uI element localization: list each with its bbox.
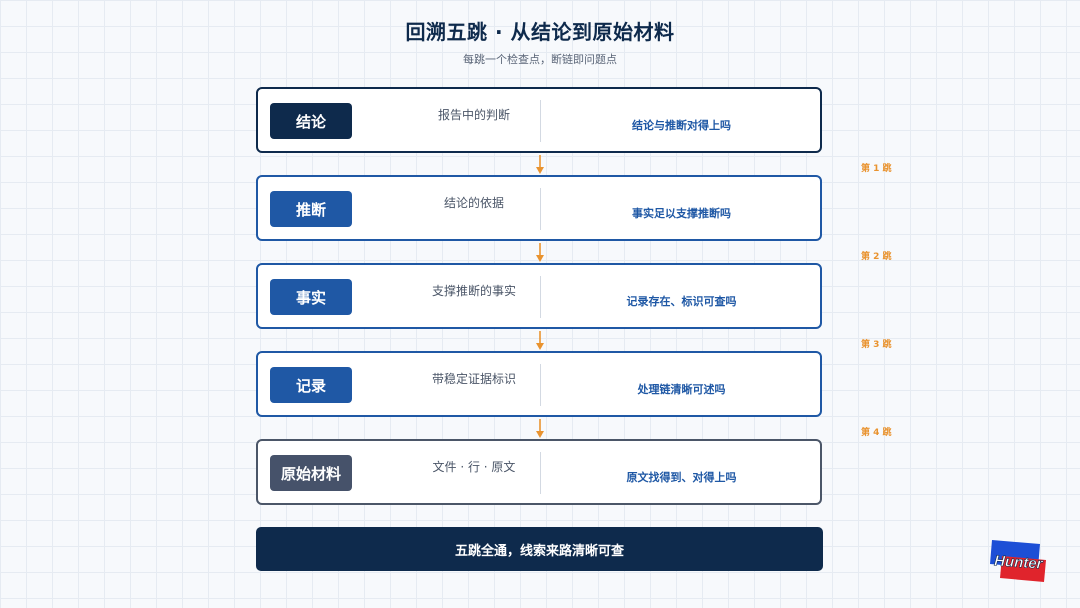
jump-label: 第 2 跳 (861, 252, 892, 262)
down-arrow-icon (536, 243, 544, 262)
step-record: 记录 带稳定证据标识 处理链清晰可述吗 (256, 351, 822, 417)
step-description: 报告中的判断 (437, 108, 510, 122)
down-arrow-icon (536, 331, 544, 350)
step-label: 原始材料 (270, 455, 352, 491)
step-label: 记录 (270, 367, 352, 403)
step-checkpoint: 事实足以支撑推断吗 (632, 207, 731, 220)
step-checkpoint: 记录存在、标识可查吗 (626, 295, 737, 308)
step-inference: 推断 结论的依据 事实足以支撑推断吗 (256, 175, 822, 241)
down-arrow-icon (536, 155, 544, 174)
step-divider (540, 364, 541, 406)
step-description: 文件 · 行 · 原文 (432, 460, 516, 474)
step-label: 结论 (270, 103, 352, 139)
step-checkpoint: 结论与推断对得上吗 (632, 119, 731, 132)
step-divider (540, 276, 541, 318)
step-divider (540, 100, 541, 142)
page-subtitle: 每跳一个检查点，断链即问题点 (463, 53, 617, 66)
jump-label: 第 4 跳 (861, 428, 892, 438)
step-checkpoint: 原文找得到、对得上吗 (626, 471, 737, 484)
step-divider (540, 452, 541, 494)
step-source-material: 原始材料 文件 · 行 · 原文 原文找得到、对得上吗 (256, 439, 822, 505)
down-arrow-icon (536, 419, 544, 438)
step-description: 结论的依据 (443, 196, 504, 210)
logo-text: Hunter (994, 552, 1045, 572)
step-conclusion: 结论 报告中的判断 结论与推断对得上吗 (256, 87, 822, 153)
step-fact: 事实 支撑推断的事实 记录存在、标识可查吗 (256, 263, 822, 329)
hunter-logo: Hunter (990, 540, 1046, 582)
step-checkpoint: 处理链清晰可述吗 (637, 383, 726, 396)
step-label: 事实 (270, 279, 352, 315)
step-description: 带稳定证据标识 (431, 372, 516, 386)
jump-label: 第 1 跳 (861, 164, 892, 174)
step-description: 支撑推断的事实 (431, 284, 516, 298)
jump-label: 第 3 跳 (861, 340, 892, 350)
step-divider (540, 188, 541, 230)
summary-banner: 五跳全通，线索来路清晰可查 (256, 527, 823, 571)
page-title: 回溯五跳 · 从结论到原始材料 (405, 20, 675, 44)
step-label: 推断 (270, 191, 352, 227)
